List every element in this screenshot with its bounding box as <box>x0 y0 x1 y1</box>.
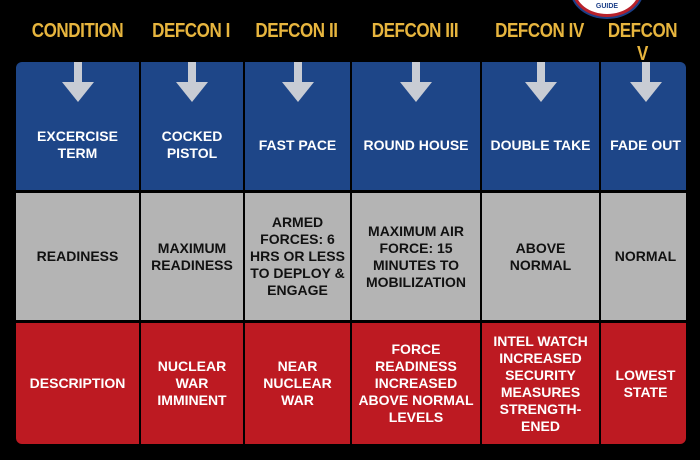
header-defcon-3: DEFCON III <box>371 20 459 42</box>
codename-text: COCKED PISTOL <box>161 128 223 161</box>
description-cell: NEAR NUCLEAR WAR <box>245 323 350 444</box>
down-arrow-icon <box>61 62 94 102</box>
codename-text: ROUND HOUSE <box>363 136 469 153</box>
description-cell: DESCRIPTION <box>16 323 139 444</box>
header-defcon-2: DEFCON II <box>255 20 338 42</box>
readiness-cell: ARMED FORCES: 6 HRS OR LESS TO DEPLOY & … <box>245 193 350 320</box>
codename-cell: FADE OUT <box>601 62 686 190</box>
readiness-text: READINESS <box>36 248 119 264</box>
defcon-table: EXCERCISE TERM COCKED PISTOL FAST PACE ROUN… <box>16 62 686 444</box>
codename-cell: ROUND HOUSE <box>352 62 480 190</box>
down-arrow-icon <box>176 62 208 102</box>
down-arrow-icon <box>524 62 557 102</box>
description-text: DESCRIPTION <box>29 375 126 391</box>
readiness-cell: MAXIMUM READINESS <box>141 193 243 320</box>
codename-text: FADE OUT <box>610 136 681 153</box>
codename-cell: COCKED PISTOL <box>141 62 243 190</box>
readiness-text: MAXIMUM AIR FORCE: 15 MINUTES TO MOBILIZ… <box>365 222 467 290</box>
codename-text: EXCERCISE TERM <box>37 128 118 161</box>
codename-cell: FAST PACE <box>245 62 350 190</box>
codename-cell: EXCERCISE TERM <box>16 62 139 190</box>
readiness-cell: MAXIMUM AIR FORCE: 15 MINUTES TO MOBILIZ… <box>352 193 480 320</box>
description-text: NUCLEAR WAR IMMINENT <box>157 358 227 408</box>
header-defcon-4: DEFCON IV <box>495 20 584 42</box>
description-cell: NUCLEAR WAR IMMINENT <box>141 323 243 444</box>
header-condition: CONDITION <box>31 20 124 42</box>
description-text: NEAR NUCLEAR WAR <box>263 358 332 408</box>
codename-cell: DOUBLE TAKE <box>482 62 599 190</box>
readiness-text: ABOVE NORMAL <box>509 239 572 273</box>
readiness-cell: NORMAL <box>601 193 686 320</box>
codename-text: FAST PACE <box>258 136 337 153</box>
readiness-text: NORMAL <box>614 248 677 264</box>
readiness-text: ARMED FORCES: 6 HRS OR LESS TO DEPLOY & … <box>250 214 345 298</box>
description-text: INTEL WATCH INCREASED SECURITY MEASURES … <box>493 332 588 434</box>
description-text: LOWEST STATE <box>615 366 676 400</box>
readiness-cell: READINESS <box>16 193 139 320</box>
logo-text: GUIDE <box>595 3 619 10</box>
down-arrow-icon <box>400 62 432 102</box>
description-text: FORCE READINESS INCREASED ABOVE NORMAL L… <box>358 341 474 425</box>
down-arrow-icon <box>281 62 314 102</box>
header-defcon-1: DEFCON I <box>152 20 230 42</box>
readiness-cell: ABOVE NORMAL <box>482 193 599 320</box>
description-cell: FORCE READINESS INCREASED ABOVE NORMAL L… <box>352 323 480 444</box>
down-arrow-icon <box>629 62 662 102</box>
description-cell: INTEL WATCH INCREASED SECURITY MEASURES … <box>482 323 599 444</box>
readiness-text: MAXIMUM READINESS <box>151 239 233 273</box>
codename-text: DOUBLE TAKE <box>490 136 591 153</box>
logo-badge: GUIDE <box>572 0 642 17</box>
header-defcon-5: DEFCON V <box>607 20 678 65</box>
description-cell: LOWEST STATE <box>601 323 686 444</box>
